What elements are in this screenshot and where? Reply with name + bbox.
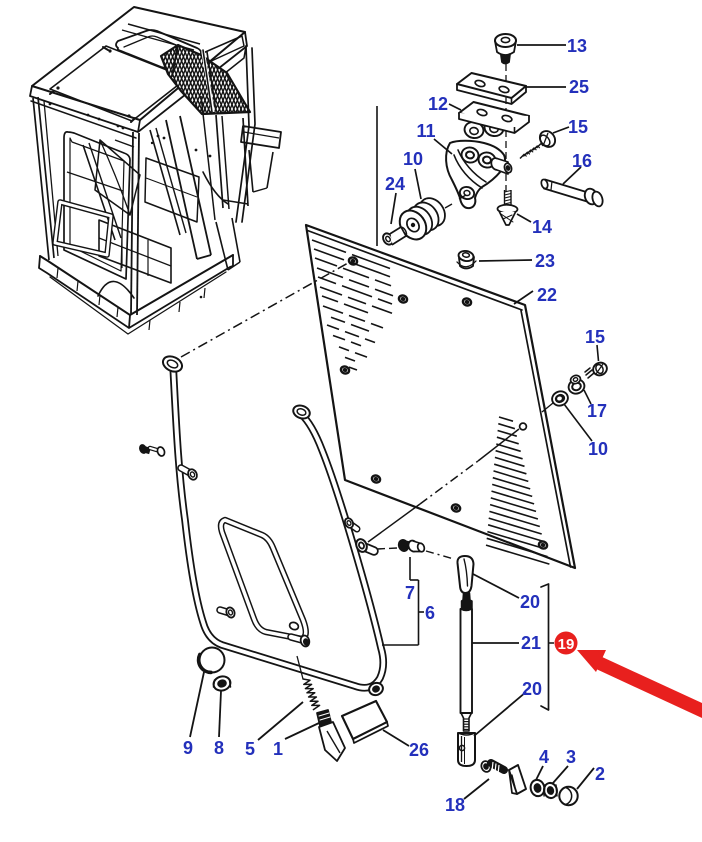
svg-text:21: 21	[521, 633, 541, 653]
svg-text:23: 23	[535, 251, 555, 271]
svg-text:11: 11	[416, 121, 435, 141]
svg-text:26: 26	[409, 740, 429, 760]
svg-text:25: 25	[569, 77, 589, 97]
svg-text:6: 6	[425, 603, 435, 623]
svg-text:4: 4	[539, 747, 549, 767]
svg-text:14: 14	[532, 217, 552, 237]
svg-text:18: 18	[445, 795, 465, 815]
svg-text:5: 5	[245, 739, 255, 759]
svg-text:12: 12	[428, 94, 448, 114]
svg-text:24: 24	[385, 174, 405, 194]
svg-text:15: 15	[585, 327, 605, 347]
svg-text:10: 10	[403, 149, 423, 169]
svg-text:22: 22	[537, 285, 557, 305]
svg-text:13: 13	[567, 36, 587, 56]
svg-text:2: 2	[595, 764, 605, 784]
svg-text:8: 8	[214, 738, 224, 758]
svg-text:20: 20	[522, 679, 542, 699]
svg-text:7: 7	[405, 583, 415, 603]
svg-text:19: 19	[558, 636, 575, 653]
svg-text:3: 3	[566, 747, 576, 767]
svg-text:16: 16	[572, 151, 592, 171]
svg-text:15: 15	[568, 117, 588, 137]
svg-text:20: 20	[520, 592, 540, 612]
svg-text:10: 10	[588, 439, 608, 459]
svg-text:1: 1	[273, 739, 283, 759]
svg-text:9: 9	[183, 738, 193, 758]
svg-text:17: 17	[587, 401, 607, 421]
